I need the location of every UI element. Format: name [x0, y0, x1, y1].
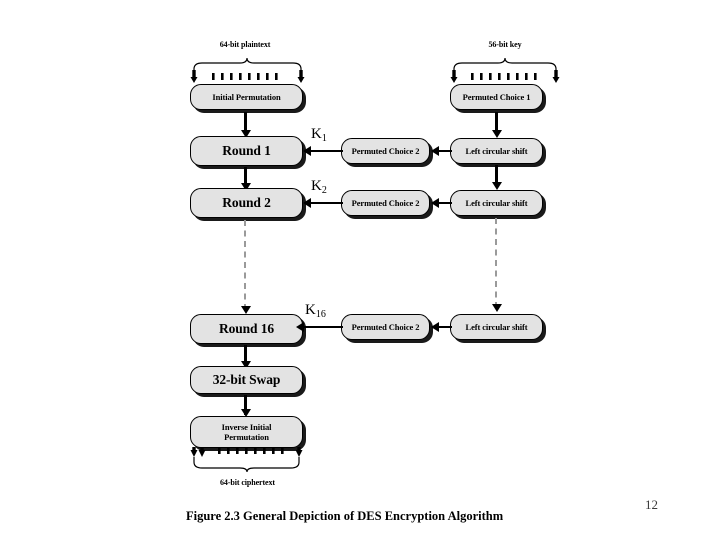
connector-pc2-to-round16	[303, 325, 343, 329]
initial-permutation-box[interactable]: Initial Permutation	[190, 84, 303, 110]
left-circular-shift-2-box[interactable]: Left circular shift	[450, 190, 543, 216]
arrowhead-subkey-16	[296, 322, 304, 332]
arrowhead-round16-to-swap	[240, 361, 251, 369]
ciphertext-output-label: 64-bit ciphertext	[220, 478, 275, 487]
arrowhead-shift2-to-pc2	[431, 198, 439, 208]
subkey-1-base: K	[311, 126, 322, 142]
connector-shift2-to-shift16	[495, 218, 497, 308]
ciphertext-output-bus	[190, 447, 305, 473]
page-number: 12	[645, 497, 658, 512]
subkey-label-k1: K1	[311, 126, 327, 144]
round-2-box[interactable]: Round 2	[190, 188, 303, 218]
arrowhead-ip-to-round1	[240, 130, 251, 138]
connector-round1-to-round2	[244, 167, 247, 188]
arrowhead-swap-to-inverse-permutation	[240, 409, 251, 417]
arrowhead-round2-to-round16	[240, 306, 251, 314]
subkey-16-base: K	[305, 302, 316, 318]
connector-pc2-to-round2	[310, 201, 343, 205]
arrowhead-subkey-1	[303, 146, 311, 156]
plaintext-input-label: 64-bit plaintext	[219, 40, 271, 49]
subkey-16-index: 16	[315, 309, 326, 320]
connector-ip-to-round1	[244, 112, 247, 134]
connector-round2-to-round16	[244, 220, 246, 310]
arrowhead-shift2-to-shift16	[491, 304, 502, 312]
connector-shift1-to-shift2	[495, 165, 498, 187]
subkey-1-index: 1	[321, 133, 327, 144]
inverse-permutation-line-2: Permutation	[224, 432, 269, 442]
permuted-choice-2-box-round2[interactable]: Permuted Choice 2	[341, 190, 430, 216]
subkey-2-base: K	[311, 178, 322, 194]
arrowhead-subkey-2	[303, 198, 311, 208]
key-input-bus	[450, 57, 560, 83]
connector-shift16-to-pc2	[438, 325, 452, 329]
arrowhead-pc1-to-shift1	[491, 130, 502, 138]
round-16-box[interactable]: Round 16	[190, 314, 303, 344]
subkey-label-k16: K16	[305, 302, 326, 320]
permuted-choice-2-box-round1[interactable]: Permuted Choice 2	[341, 138, 430, 164]
inverse-permutation-line-1: Inverse Initial	[221, 421, 272, 432]
arrowhead-shift16-to-pc2	[431, 322, 439, 332]
permuted-choice-2-box-round16[interactable]: Permuted Choice 2	[341, 314, 430, 340]
connector-pc1-to-shift1	[495, 112, 498, 134]
arrowhead-shift1-to-shift2	[491, 182, 502, 190]
swap-box[interactable]: 32-bit Swap	[190, 366, 303, 394]
inverse-initial-permutation-box[interactable]: Inverse Initial Permutation	[190, 416, 303, 448]
plaintext-input-bus	[190, 57, 305, 83]
permuted-choice-1-box[interactable]: Permuted Choice 1	[450, 84, 543, 110]
connector-shift2-to-pc2	[438, 201, 452, 205]
connector-swap-to-inverse-permutation	[244, 395, 247, 415]
arrowhead-round1-to-round2	[240, 183, 251, 191]
subkey-label-k2: K2	[311, 178, 327, 196]
figure-caption: Figure 2.3 General Depiction of DES Encr…	[186, 509, 504, 523]
connector-shift1-to-pc2	[438, 149, 452, 153]
left-circular-shift-1-box[interactable]: Left circular shift	[450, 138, 543, 164]
round-1-box[interactable]: Round 1	[190, 136, 303, 166]
connector-round16-to-swap	[244, 345, 247, 366]
arrowhead-shift1-to-pc2	[431, 146, 439, 156]
left-circular-shift-16-box[interactable]: Left circular shift	[450, 314, 543, 340]
key-input-label: 56-bit key	[488, 40, 522, 49]
connector-pc2-to-round1	[310, 149, 343, 153]
subkey-2-index: 2	[321, 185, 327, 196]
